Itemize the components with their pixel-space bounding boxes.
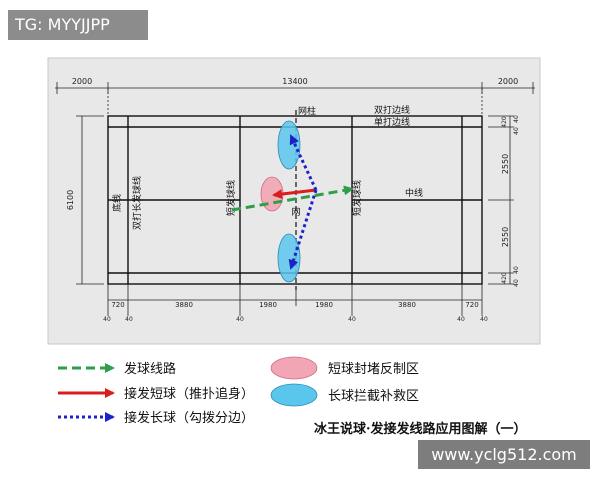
zone-long-lower <box>277 233 301 283</box>
dim-right-2550-lower: 2550 <box>501 227 510 247</box>
legend-serve-route: 发球线路 <box>124 361 176 377</box>
dim-top-right: 2000 <box>498 77 518 86</box>
dim-right-2550-upper: 2550 <box>501 154 510 174</box>
dim-bottom-40-5: 40 <box>480 316 488 323</box>
dim-bottom-0: 720 <box>111 301 124 309</box>
tg-badge-text: TG: MYYJJPP <box>15 15 110 34</box>
dim-bottom-40-2: 40 <box>236 316 244 323</box>
zone-long-upper <box>277 120 301 170</box>
dim-bottom-2: 1980 <box>259 301 277 309</box>
legend-long-return: 接发长球（勾拨分边） <box>124 410 254 426</box>
dim-bottom-1: 3880 <box>175 301 193 309</box>
route-long-return-lower <box>288 189 318 270</box>
label-net-post: 网柱 <box>298 105 316 117</box>
label-doubles-long-service: 双打长发球线 <box>131 176 143 230</box>
legend-long-zone: 长球拦截补救区 <box>328 388 419 404</box>
tg-badge: TG: MYYJJPP <box>8 10 148 40</box>
dim-bottom-4: 3880 <box>398 301 416 309</box>
dim-right-420-top: 420 <box>501 116 508 128</box>
dim-top-mid: 13400 <box>282 77 307 86</box>
pink-ellipse-icon <box>270 356 318 380</box>
dim-bottom-40-0: 40 <box>103 316 111 323</box>
dim-bottom-3: 1980 <box>315 301 333 309</box>
legend-short-zone: 短球封堵反制区 <box>328 362 419 377</box>
legend-short-return: 接发短球（推扑追身） <box>124 386 254 402</box>
dim-bottom-40-1: 40 <box>125 316 133 323</box>
dim-bottom-5: 720 <box>465 301 478 309</box>
label-doubles-sideline: 双打边线 <box>374 104 410 116</box>
top-dimensions <box>55 82 535 115</box>
label-short-service-right: 短发球线 <box>351 180 363 216</box>
dim-right-40-bot1: 40 <box>513 266 520 274</box>
route-short-return <box>272 188 317 200</box>
right-dimensions <box>488 115 514 285</box>
watermark-badge: www.yclg512.com <box>418 440 590 469</box>
caption: 冰王说球·发接发线路应用图解（一） <box>314 421 527 437</box>
route-serve <box>231 185 354 212</box>
label-short-service-left: 短发球线 <box>225 180 237 216</box>
bottom-dimensions <box>107 284 483 316</box>
dim-right-40-top1: 40 <box>513 115 520 123</box>
label-singles-sideline: 单打边线 <box>374 116 410 128</box>
dim-bottom-40-4: 40 <box>457 316 465 323</box>
label-center-line: 中线 <box>405 187 423 199</box>
dim-right-420-bot: 420 <box>501 272 508 284</box>
dim-right-40-top2: 40 <box>513 127 520 135</box>
route-long-return-upper <box>289 134 318 191</box>
watermark-text: www.yclg512.com <box>431 445 577 464</box>
left-dimension <box>76 115 104 285</box>
label-net: 网 <box>291 207 300 218</box>
court-plate <box>47 57 541 345</box>
dim-top-left: 2000 <box>72 77 92 86</box>
cyan-ellipse-icon <box>270 383 318 407</box>
label-base-line: 底线 <box>111 194 123 212</box>
dim-bottom-40-3: 40 <box>348 316 356 323</box>
dim-left-height: 6100 <box>66 190 75 210</box>
dim-right-40-bot2: 40 <box>513 279 520 287</box>
